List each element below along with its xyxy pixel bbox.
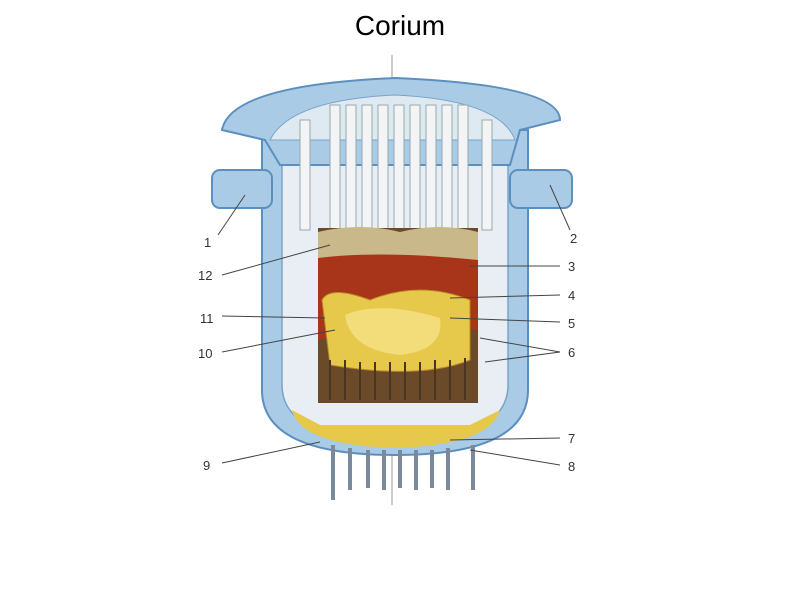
label-1: 1 [204,235,211,250]
lower-plenum-corium [292,410,500,448]
debris-bed [318,227,478,262]
leader-lines [217,184,571,466]
label-4: 4 [568,288,575,303]
label-3: 3 [568,259,575,274]
label-7: 7 [568,431,575,446]
label-5: 5 [568,316,575,331]
label-8: 8 [568,459,575,474]
label-9: 9 [203,458,210,473]
slide-title: Corium [354,10,446,41]
instrument-tubes [331,445,475,500]
label-6: 6 [568,345,575,360]
outlet-nozzle [509,169,573,209]
label-10: 10 [198,346,212,361]
molten-core [345,308,441,355]
label-11: 11 [200,311,214,326]
inlet-nozzle [211,169,273,209]
label-2: 2 [570,231,577,246]
label-12: 12 [198,268,212,283]
lower-fuel-rods [329,358,466,400]
